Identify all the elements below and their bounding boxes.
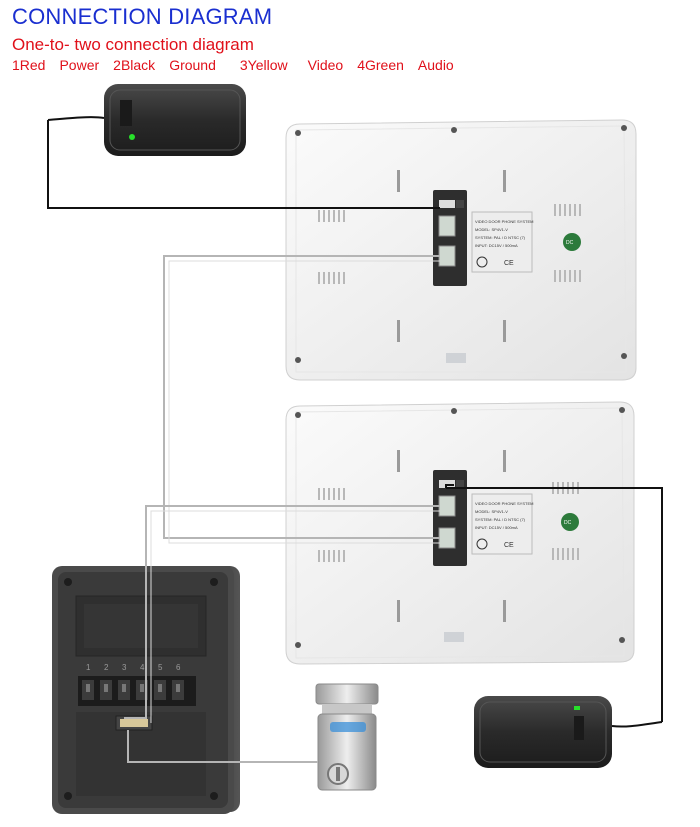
legend-wire-4-function: Audio — [417, 57, 454, 73]
power-adapter-top — [47, 84, 246, 156]
power-led-icon — [574, 706, 580, 710]
power-adapter-bottom — [474, 696, 663, 768]
monitor-label-line4: INPUT: DC15V / 500mA — [475, 243, 518, 248]
diagram-title: CONNECTION DIAGRAM — [12, 4, 273, 29]
monitor2-label-line3: SYSTEM: PAL / D NTSC (7) — [475, 517, 526, 522]
monitor2-label-line1: VIDEO DOOR PHONE SYSTEM — [475, 501, 533, 506]
terminal-number-6: 6 — [176, 663, 181, 672]
monitor2-dc-badge: DC — [564, 520, 572, 526]
monitor-label-line2: MODEL: SP4V1-V — [475, 227, 508, 232]
monitor2-label-line2: MODEL: SP4V1-V — [475, 509, 508, 514]
indoor-monitor-2: VIDEO DOOR PHONE SYSTEM MODEL: SP4V1-V S… — [285, 401, 635, 665]
outdoor-camera-unit: 1 2 3 4 5 6 — [52, 566, 240, 814]
monitor-label-line1: VIDEO DOOR PHONE SYSTEM — [475, 219, 533, 224]
ce-mark-icon: CE — [504, 260, 514, 267]
diagram-subtitle: One-to- two connection diagram — [12, 35, 254, 54]
terminal-number-1: 1 — [86, 663, 91, 672]
terminal-number-2: 2 — [104, 663, 109, 672]
legend-wire-1: 1Red — [12, 57, 46, 73]
legend-wire-4: 4Green — [357, 57, 404, 73]
legend-wire-1-function: Power — [59, 57, 100, 73]
dc-badge: DC — [566, 240, 574, 246]
power-led-icon — [129, 134, 135, 140]
legend-wire-2-function: Ground — [169, 57, 216, 73]
legend-wire-3: 3Yellow — [239, 57, 288, 73]
legend-wire-2: 2Black — [113, 57, 156, 73]
terminal-number-4: 4 — [140, 663, 145, 672]
indoor-monitor-1: VIDEO DOOR PHONE SYSTEM MODEL: SP4V1-V S… — [285, 119, 637, 381]
monitor-label-line3: SYSTEM: PAL / D NTSC (7) — [475, 235, 526, 240]
monitor2-label-line4: INPUT: DC15V / 500mA — [475, 525, 518, 530]
terminal-number-5: 5 — [158, 663, 163, 672]
wire-legend: 1Red Power 2Black Ground 3Yellow Video 4Green A… — [12, 57, 468, 73]
wiring — [47, 120, 663, 763]
monitor2-ce-mark-icon: CE — [504, 542, 514, 549]
terminal-number-3: 3 — [122, 663, 127, 672]
legend-wire-3-function: Video — [307, 57, 344, 73]
electric-lock — [315, 683, 379, 791]
